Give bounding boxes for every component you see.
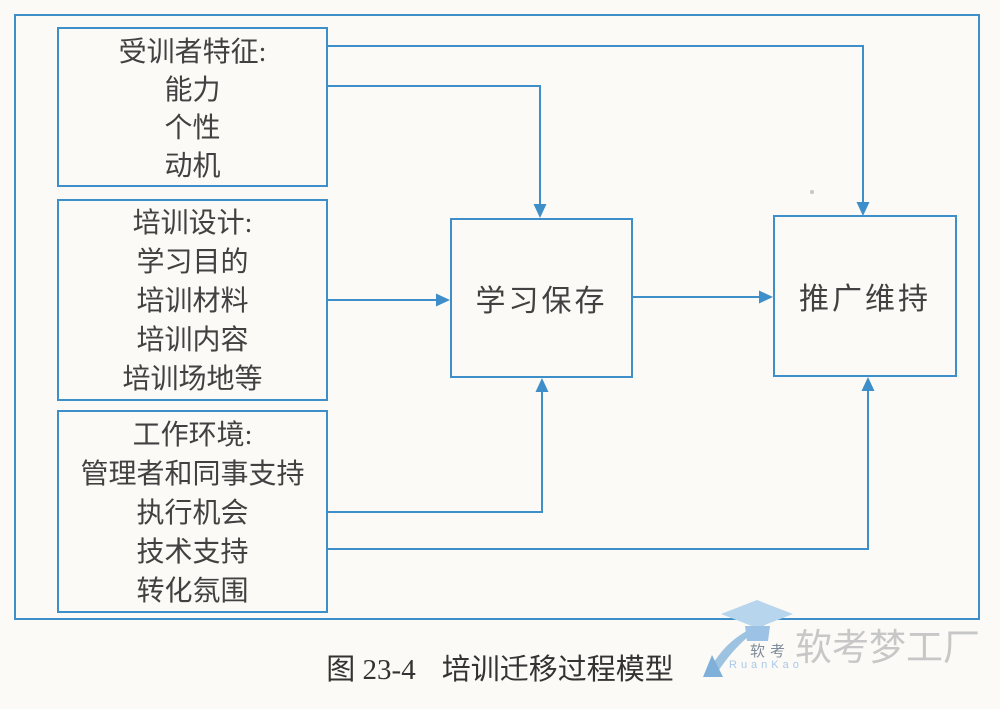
print-speck [810,190,814,194]
box-environment-item: 执行机会 [136,498,249,529]
box-design-item: 培训内容 [136,325,249,356]
box-environment-item: 转化氛围 [136,576,249,607]
box-trainee-characteristics: 受训者特征: 能力 个性 动机 [57,27,328,187]
box-generalization-maintenance: 推广维持 [773,215,957,377]
box-maintenance-label: 推广维持 [799,283,931,316]
box-environment-item: 管理者和同事支持 [80,459,305,490]
graduation-cap-icon [703,600,793,677]
diagram-outer-frame [14,14,980,620]
figure-title: 培训迁移过程模型 [441,654,674,686]
box-trainee-title: 受训者特征: [118,37,267,68]
watermark-logo-cn: 软考 [750,643,791,660]
box-learning-retention: 学习保存 [450,218,633,378]
box-work-environment: 工作环境: 管理者和同事支持 执行机会 技术支持 转化氛围 [57,410,328,613]
box-design-item: 学习目的 [136,247,249,278]
box-trainee-item: 个性 [164,113,221,144]
watermark-brand-text: 软考梦工厂 [795,627,980,668]
figure-caption: 图 23-4 培训迁移过程模型 [0,646,1000,688]
box-design-item: 培训材料 [136,286,249,317]
box-trainee-item: 能力 [164,75,221,106]
box-environment-item: 技术支持 [136,537,249,568]
watermark-logo-en: RuanKao [729,659,803,671]
figure-number: 图 23-4 [326,654,416,686]
box-retention-label: 学习保存 [475,285,608,318]
watermark: 软考 RuanKao 软考梦工厂 [695,593,995,705]
box-design-item: 培训场地等 [122,364,263,395]
box-training-design: 培训设计: 学习目的 培训材料 培训内容 培训场地等 [57,199,328,401]
box-environment-title: 工作环境: [132,420,253,451]
box-trainee-item: 动机 [164,151,221,182]
box-design-title: 培训设计: [132,208,253,239]
